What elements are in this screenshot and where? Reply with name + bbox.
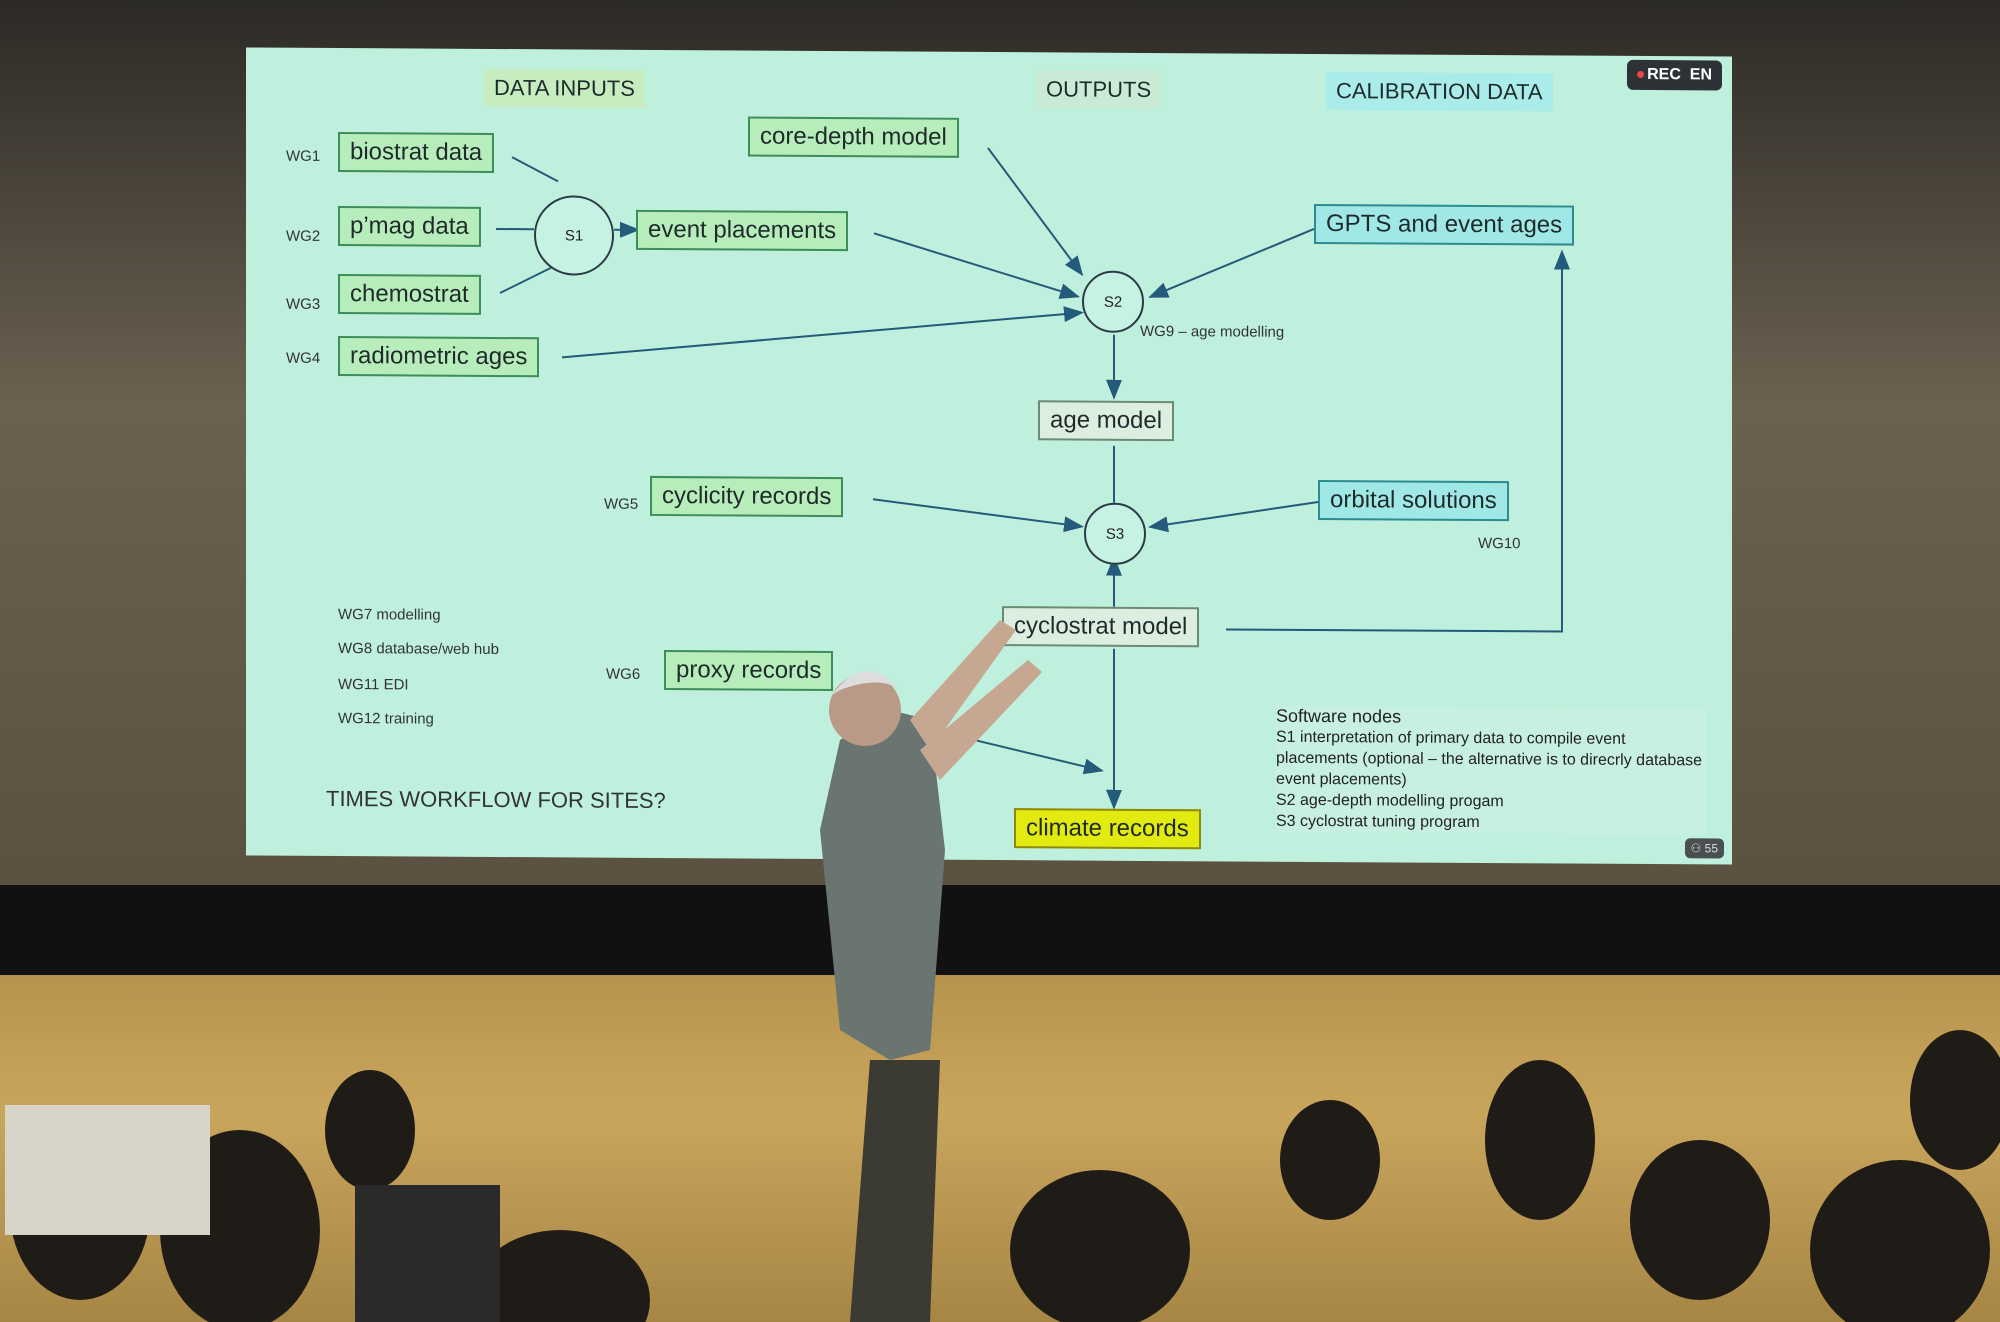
edge-biostrat-s1 — [511, 156, 559, 183]
language-label: EN — [1689, 66, 1712, 84]
recording-badge: REC EN — [1627, 59, 1722, 91]
node-age-model: age model — [1038, 400, 1175, 442]
notes-s3: S3 cyclostrat tuning program — [1276, 812, 1480, 831]
wg-list-item: WG8 database/web hub — [338, 640, 499, 659]
wg9-label: WG9 – age modelling — [1140, 322, 1285, 341]
software-nodes-notes: Software nodes S1 interpretation of prim… — [1276, 705, 1706, 835]
audience — [5, 1030, 2000, 1322]
edge-radiometric-s2 — [561, 306, 1084, 359]
wg10-label: WG10 — [1478, 534, 1521, 553]
edge-cyclicity-s3 — [872, 498, 1084, 533]
node-radiometric-ages: radiometric ages — [338, 336, 540, 378]
node-event-placements: event placements — [636, 209, 849, 252]
node-orbital-solutions: orbital solutions — [1318, 480, 1509, 522]
software-node-s2: S2 — [1082, 270, 1144, 333]
wg2-label: WG2 — [286, 227, 321, 245]
rec-label: REC — [1647, 66, 1681, 84]
node-chemostrat: chemostrat — [338, 274, 481, 315]
slide-footer-title: TIMES WORKFLOW FOR SITES? — [326, 785, 666, 814]
page-number: 55 — [1704, 841, 1718, 856]
screen-bottom-bezel — [0, 885, 2000, 975]
header-calibration-data: CALIBRATION DATA — [1326, 72, 1553, 112]
notes-heading: Software nodes — [1276, 705, 1402, 727]
node-pmag-data: p’mag data — [338, 206, 481, 247]
software-node-s3: S3 — [1084, 502, 1146, 565]
notes-s2: S2 age-depth modelling progam — [1276, 791, 1504, 811]
wg-list-item: WG11 EDI — [338, 676, 409, 694]
wg6-label: WG6 — [606, 665, 641, 683]
presenter-icon: ⚇ — [1690, 841, 1702, 856]
header-data-inputs: DATA INPUTS — [484, 68, 645, 108]
node-gpts-event-ages: GPTS and event ages — [1314, 203, 1575, 246]
software-node-s1: S1 — [534, 195, 614, 276]
edge-gpts-s2 — [1148, 228, 1315, 298]
node-cyclicity-records: cyclicity records — [650, 475, 844, 518]
header-outputs: OUTPUTS — [1036, 70, 1162, 110]
wg-list-item: WG7 modelling — [338, 606, 441, 624]
notes-s1: S1 interpretation of primary data to com… — [1276, 728, 1703, 789]
wg-list-item: WG12 training — [338, 710, 434, 728]
presenter-figure — [820, 620, 1042, 1322]
record-dot-icon — [1637, 71, 1645, 79]
wg5-label: WG5 — [604, 495, 639, 513]
wg3-label: WG3 — [286, 295, 321, 313]
node-core-depth-model: core-depth model — [748, 116, 959, 158]
edge-orbital-s3 — [1148, 501, 1319, 533]
edge-event-s2 — [873, 232, 1080, 299]
page-indicator: ⚇ 55 — [1684, 838, 1724, 859]
edge-cyclostrat-gpts — [1226, 249, 1570, 633]
wg4-label: WG4 — [286, 349, 321, 367]
node-biostrat-data: biostrat data — [338, 132, 495, 173]
wg1-label: WG1 — [286, 147, 321, 165]
edge-coredepth-s2 — [987, 147, 1084, 277]
